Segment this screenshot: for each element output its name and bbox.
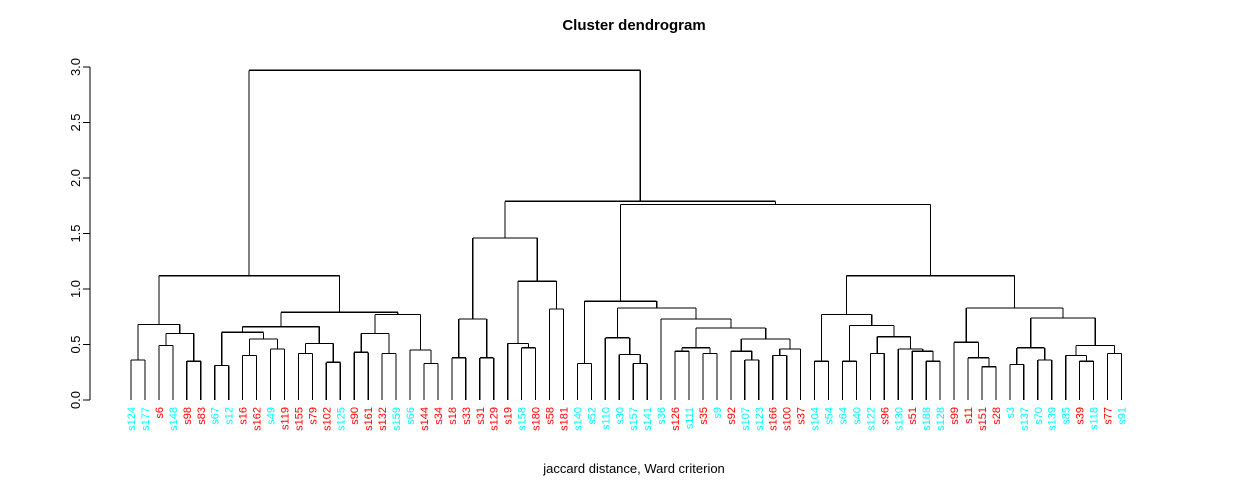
leaf-label: s16: [238, 407, 250, 425]
leaf-label: s132: [377, 407, 389, 431]
leaf-label: s33: [461, 407, 473, 425]
leaf-label: s36: [656, 407, 668, 425]
leaf-label: s122: [865, 407, 877, 431]
leaf-label: s79: [307, 407, 319, 425]
leaf-label: s91: [1116, 407, 1128, 425]
leaf-label: s92: [726, 407, 738, 425]
chart-title: Cluster dendrogram: [562, 17, 706, 34]
leaf-label: s157: [628, 407, 640, 431]
leaf-label: s118: [1089, 407, 1101, 430]
leaf-label: s31: [475, 407, 487, 425]
leaf-label: s161: [363, 407, 375, 431]
leaf-label: s6: [154, 407, 166, 419]
leaf-label: s158: [517, 407, 529, 431]
leaf-label: s159: [391, 407, 403, 431]
leaf-label: s70: [1033, 407, 1045, 425]
leaf-label: s119: [279, 407, 291, 430]
leaf-label: s64: [837, 407, 849, 425]
leaf-label: s58: [545, 407, 557, 425]
y-tick-label: 2.0: [68, 169, 83, 187]
leaf-label: s129: [489, 407, 501, 431]
leaf-label: s99: [949, 407, 961, 425]
leaf-label: s85: [1061, 407, 1073, 425]
leaf-label: s77: [1103, 407, 1115, 425]
leaf-label: s37: [796, 407, 808, 425]
leaf-label: s111: [684, 407, 696, 429]
leaf-label: s96: [879, 407, 891, 425]
leaf-label: s34: [433, 407, 445, 425]
leaf-label: s110: [600, 407, 612, 430]
y-tick-label: 3.0: [68, 58, 83, 76]
leaf-label: s51: [907, 407, 919, 425]
leaf-label: s139: [1047, 407, 1059, 431]
leaf-label: s100: [782, 407, 794, 431]
leaf-label: s18: [447, 407, 459, 425]
leaf-label: s40: [851, 407, 863, 425]
leaf-label: s39: [1075, 407, 1087, 425]
leaf-label: s28: [991, 407, 1003, 425]
leaf-label: s126: [670, 407, 682, 431]
leaf-label: s140: [572, 407, 584, 431]
leaf-label: s104: [810, 407, 822, 431]
leaf-label: s11: [963, 407, 975, 424]
leaf-label: s123: [754, 407, 766, 431]
leaf-label: s52: [586, 407, 598, 425]
y-axis: 0.0 0.5 1.0 1.5 2.0 2.5 3.0: [68, 58, 91, 409]
leaf-label: s12: [224, 407, 236, 425]
leaf-label: s54: [824, 407, 836, 425]
leaf-label: s137: [1019, 407, 1031, 431]
y-tick-label: 0.0: [68, 391, 83, 409]
leaf-label: s177: [140, 407, 152, 431]
leaf-label: s107: [740, 407, 752, 431]
leaf-label: s141: [642, 407, 654, 431]
chart-caption: jaccard distance, Ward criterion: [543, 461, 725, 476]
leaf-label: s162: [252, 407, 264, 431]
leaf-label: s9: [712, 407, 724, 419]
leaf-label: s148: [168, 407, 180, 431]
leaf-label: s130: [893, 407, 905, 431]
leaf-label: s19: [503, 407, 515, 425]
leaf-label: s181: [558, 407, 570, 431]
leaf-label: s124: [126, 407, 138, 431]
y-tick-label: 1.0: [68, 280, 83, 298]
leaf-label: s166: [768, 407, 780, 431]
leaf-label: s35: [698, 407, 710, 425]
leaf-label: s67: [210, 407, 222, 425]
leaf-label: s151: [977, 407, 989, 431]
leaf-label: s144: [419, 407, 431, 431]
leaf-label: s66: [405, 407, 417, 425]
dendrogram-links: [130, 69, 1123, 400]
leaf-label: s30: [614, 407, 626, 425]
leaf-label: s128: [935, 407, 947, 431]
leaf-label: s98: [182, 407, 194, 425]
leaf-label: s180: [531, 407, 543, 431]
leaf-label: s90: [349, 407, 361, 425]
leaf-label: s102: [321, 407, 333, 431]
leaf-label: s49: [266, 407, 278, 425]
leaf-label: s83: [196, 407, 208, 425]
leaf-label: s188: [921, 407, 933, 431]
y-tick-label: 0.5: [68, 335, 83, 353]
leaf-label: s155: [293, 407, 305, 431]
y-tick-label: 1.5: [68, 224, 83, 242]
leaf-label: s3: [1005, 407, 1017, 419]
y-tick-label: 2.5: [68, 113, 83, 131]
leaf-label: s125: [335, 407, 347, 431]
